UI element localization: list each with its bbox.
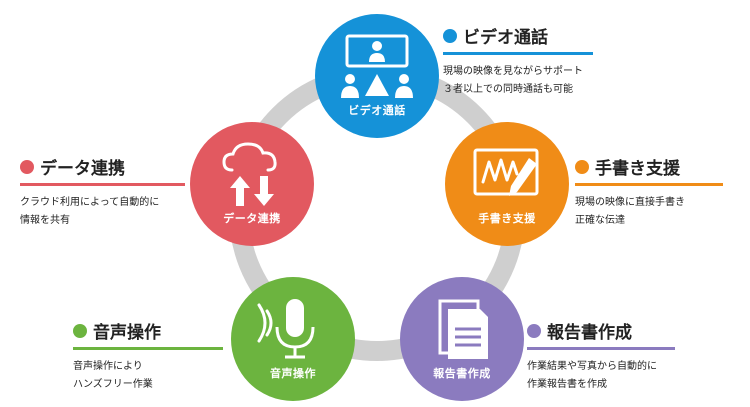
handwriting-title: 手書き支援 bbox=[595, 159, 680, 179]
video-call-title: ビデオ通話 bbox=[463, 28, 548, 48]
voice-feature: 音声操作 音声操作により ハンズフリー作業 bbox=[73, 318, 223, 394]
handwriting-underline bbox=[575, 183, 723, 186]
data-sync-circle-label: データ連携 bbox=[223, 212, 281, 225]
video-call-desc-line: ３者以上での同時通話も可能 bbox=[443, 84, 573, 95]
report-bullet-icon bbox=[527, 323, 541, 338]
voice-title: 音声操作 bbox=[93, 323, 161, 343]
voice-desc-line: 音声操作により bbox=[73, 361, 143, 372]
report-desc-line: 作業報告書を作成 bbox=[527, 379, 607, 390]
video-call-feature: ビデオ通話 現場の映像を見ながらサポート ３者以上での同時通話も可能 bbox=[443, 23, 593, 99]
data-sync-desc-line: クラウド利用によって自動的に bbox=[20, 197, 160, 208]
video-call-node: ビデオ通話 bbox=[315, 14, 439, 138]
pen-tablet-icon bbox=[473, 148, 539, 196]
handwriting-desc-line: 正確な伝達 bbox=[575, 215, 625, 226]
microphone-icon bbox=[257, 299, 315, 359]
voice-description: 音声操作により ハンズフリー作業 bbox=[73, 358, 223, 394]
handwriting-description: 現場の映像に直接手書き 正確な伝達 bbox=[575, 194, 723, 230]
handwriting-node: 手書き支援 bbox=[445, 122, 569, 246]
data-sync-bullet-icon bbox=[20, 159, 34, 174]
report-desc-line: 作業結果や写真から自動的に bbox=[527, 361, 657, 372]
handwriting-bullet-icon bbox=[575, 159, 589, 174]
data-sync-description: クラウド利用によって自動的に 情報を共有 bbox=[20, 194, 185, 230]
voice-circle-label: 音声操作 bbox=[270, 367, 316, 380]
video-call-underline bbox=[443, 52, 593, 55]
data-sync-title: データ連携 bbox=[40, 159, 125, 179]
report-node: 報告書作成 bbox=[400, 277, 524, 401]
report-title: 報告書作成 bbox=[547, 323, 632, 343]
voice-bullet-icon bbox=[73, 323, 87, 338]
report-description: 作業結果や写真から自動的に 作業報告書を作成 bbox=[527, 358, 675, 394]
handwriting-feature: 手書き支援 現場の映像に直接手書き 正確な伝達 bbox=[575, 154, 723, 230]
cloud-sync-icon bbox=[222, 142, 277, 206]
data-sync-feature: データ連携 クラウド利用によって自動的に 情報を共有 bbox=[20, 154, 185, 230]
voice-desc-line: ハンズフリー作業 bbox=[73, 379, 153, 390]
video-call-circle-label: ビデオ通話 bbox=[348, 104, 406, 117]
video-call-description: 現場の映像を見ながらサポート ３者以上での同時通話も可能 bbox=[443, 63, 593, 99]
data-sync-desc-line: 情報を共有 bbox=[20, 215, 70, 226]
voice-underline bbox=[73, 347, 223, 350]
document-icon bbox=[438, 299, 488, 359]
video-call-icon bbox=[341, 34, 413, 98]
handwriting-circle-label: 手書き支援 bbox=[478, 212, 536, 225]
voice-node: 音声操作 bbox=[231, 277, 355, 401]
report-circle-label: 報告書作成 bbox=[433, 367, 491, 380]
report-feature: 報告書作成 作業結果や写真から自動的に 作業報告書を作成 bbox=[527, 318, 675, 394]
data-sync-node: データ連携 bbox=[190, 122, 314, 246]
report-underline bbox=[527, 347, 675, 350]
data-sync-underline bbox=[20, 183, 185, 186]
handwriting-desc-line: 現場の映像に直接手書き bbox=[575, 197, 685, 208]
video-call-bullet-icon bbox=[443, 28, 457, 43]
video-call-desc-line: 現場の映像を見ながらサポート bbox=[443, 66, 583, 77]
